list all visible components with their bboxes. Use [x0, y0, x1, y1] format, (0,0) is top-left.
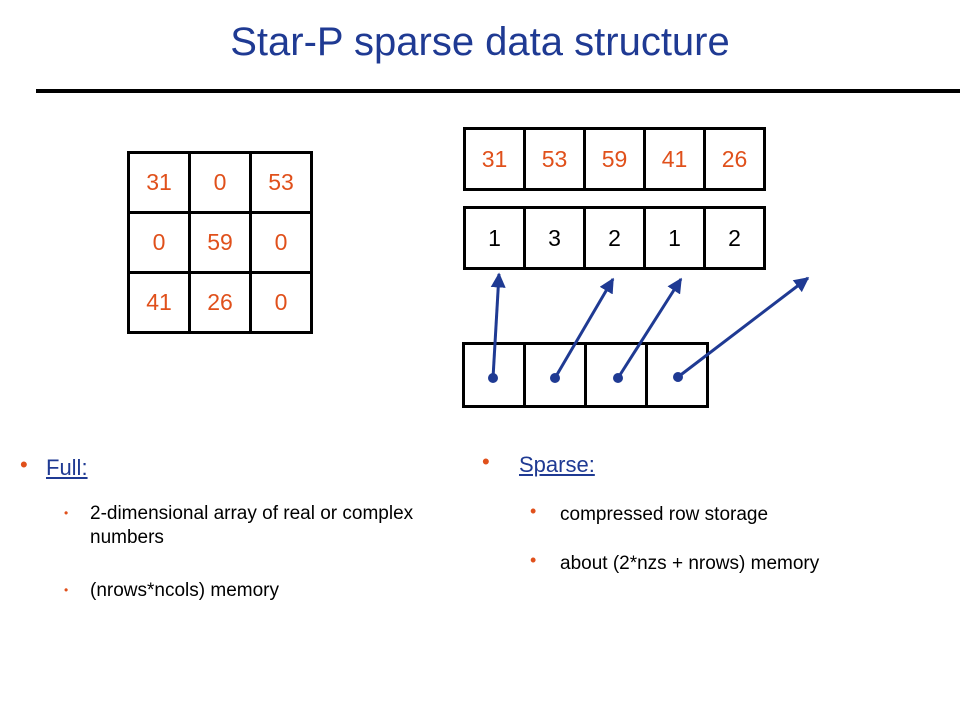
full-item-2: (nrows*ncols) memory: [90, 580, 279, 601]
matrix-cell: 0: [188, 151, 252, 214]
bullet-icon: •: [530, 550, 537, 570]
bullet-icon: •: [64, 506, 69, 520]
matrix-cell: 0: [249, 211, 313, 274]
full-item-1: 2-dimensional array of real or complex n…: [90, 503, 414, 548]
value-cell: 59: [583, 127, 646, 191]
index-cell: 2: [583, 206, 646, 270]
pointer-arrow: [553, 277, 615, 379]
title-divider: [36, 89, 960, 93]
value-cell: 53: [523, 127, 586, 191]
index-cell: 1: [463, 206, 526, 270]
bullet-icon: •: [482, 449, 490, 474]
matrix-cell: 31: [127, 151, 191, 214]
matrix-cell: 26: [188, 271, 252, 334]
matrix-cell: 41: [127, 271, 191, 334]
pointer-dot: [673, 372, 683, 382]
bullet-icon: •: [530, 501, 537, 521]
value-cell: 31: [463, 127, 526, 191]
bullet-icon: •: [20, 452, 28, 477]
matrix-cell: 53: [249, 151, 313, 214]
pointer-arrow: [677, 276, 810, 379]
pointer-dot: [613, 373, 623, 383]
matrix-row: 0 59 0: [127, 211, 313, 274]
pointer-arrow: [490, 272, 506, 379]
pointer-dot: [550, 373, 560, 383]
bullet-icon: •: [64, 583, 69, 597]
matrix-row: 41 26 0: [127, 271, 313, 334]
full-heading: Full:: [46, 455, 88, 480]
values-array: 31 53 59 41 26: [463, 127, 766, 191]
matrix-row: 31 0 53: [127, 151, 313, 214]
page-title: Star-P sparse data structure: [230, 20, 730, 64]
matrix-cell: 0: [249, 271, 313, 334]
matrix-cell: 59: [188, 211, 252, 274]
index-cell: 3: [523, 206, 586, 270]
sparse-item-2: about (2*nzs + nrows) memory: [560, 553, 820, 574]
full-matrix: 31 0 53 0 59 0 41 26 0: [127, 151, 313, 334]
sparse-heading: Sparse:: [519, 452, 595, 477]
pointer-cell: [645, 342, 709, 408]
index-cell: 2: [703, 206, 766, 270]
value-cell: 26: [703, 127, 766, 191]
value-cell: 41: [643, 127, 706, 191]
pointer-dot: [488, 373, 498, 383]
column-index-array: 1 3 2 1 2: [463, 206, 766, 270]
pointer-arrow: [616, 277, 683, 379]
sparse-item-1: compressed row storage: [560, 504, 769, 525]
index-cell: 1: [643, 206, 706, 270]
matrix-cell: 0: [127, 211, 191, 274]
